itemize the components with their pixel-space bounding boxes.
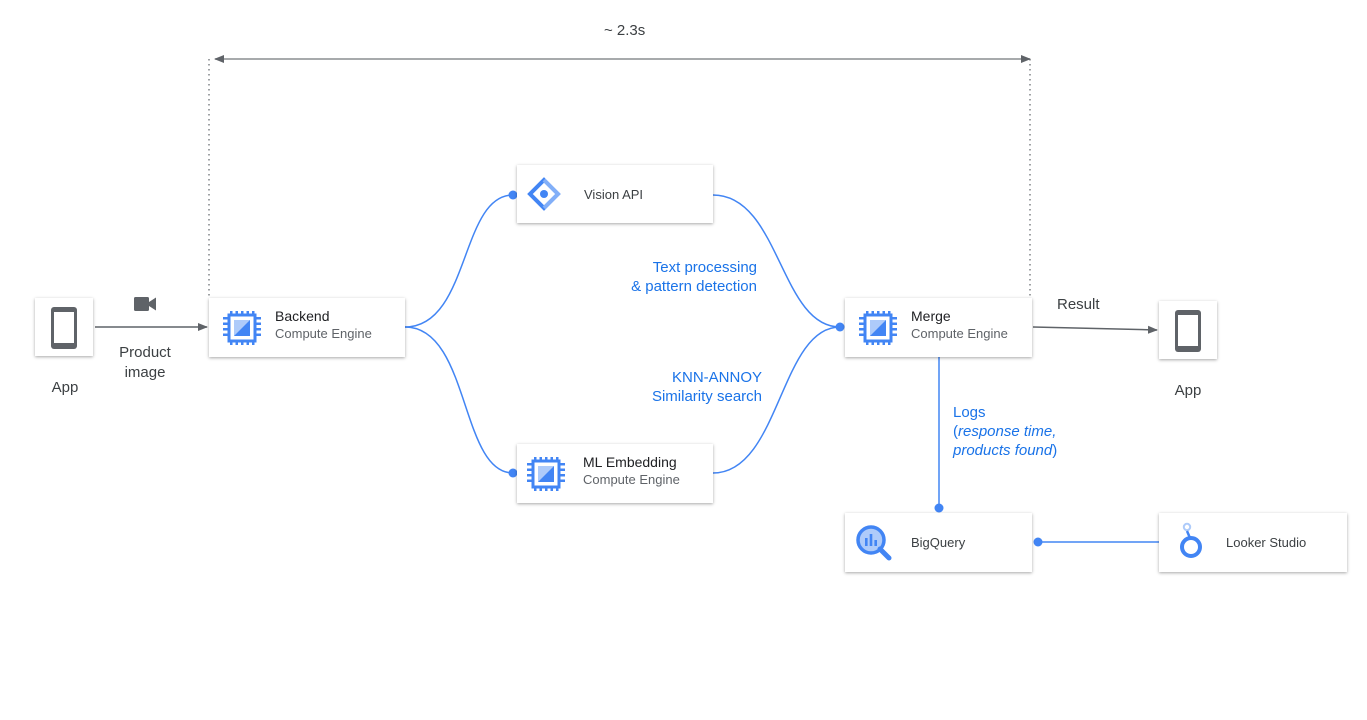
timing-label: ~ 2.3s [604, 22, 646, 39]
ml-embedding-title: ML Embedding [583, 454, 677, 470]
compute-engine-icon [527, 457, 565, 491]
looker-studio-node[interactable]: Looker Studio [1159, 513, 1347, 572]
merge-input-dot [835, 322, 845, 332]
logs-products-found: products found [953, 442, 1053, 459]
text-processing-label: Text processing & pattern detection [580, 258, 757, 296]
bigquery-output-dot [1033, 537, 1043, 547]
backend-subtitle: Compute Engine [275, 326, 372, 341]
logs-close-paren: ) [1052, 442, 1058, 459]
looker-studio-title: Looker Studio [1226, 535, 1307, 550]
bigquery-title: BigQuery [911, 535, 966, 550]
phone-icon [51, 307, 77, 349]
vision-api-icon [527, 177, 561, 211]
video-camera-icon [134, 297, 156, 311]
logs-line1: Logs [953, 404, 986, 421]
bigquery-input-dot [934, 503, 944, 513]
backend-to-vision-connector [404, 194, 514, 328]
bigquery-icon [856, 525, 892, 561]
logs-line2: (response time, [953, 422, 1057, 441]
product-image-label: Product image [100, 343, 190, 383]
ml-embedding-subtitle: Compute Engine [583, 472, 680, 487]
knn-line2: Similarity search [651, 388, 762, 405]
left-app-box[interactable] [35, 298, 93, 356]
right-app-label: App [1174, 382, 1202, 399]
merge-title: Merge [911, 308, 951, 324]
vision-to-merge-connector [712, 194, 841, 328]
ml-to-merge-connector [712, 326, 841, 474]
result-label: Result [1057, 296, 1100, 313]
ml-embedding-node[interactable]: ML Embedding Compute Engine [517, 444, 713, 503]
merge-to-app-arrow [1032, 325, 1158, 334]
product-image-label-line1: Product [119, 344, 171, 361]
compute-engine-icon [223, 311, 261, 345]
logs-label: Logs (response time, products found) [953, 403, 1057, 460]
looker-studio-icon [1180, 522, 1202, 558]
logs-response-time: response time, [958, 423, 1057, 440]
phone-icon [1175, 310, 1201, 352]
right-app-box[interactable] [1159, 301, 1217, 359]
bigquery-node[interactable]: BigQuery [845, 513, 1032, 572]
backend-node[interactable]: Backend Compute Engine [209, 298, 405, 357]
logs-open-paren: ( [953, 423, 958, 440]
knn-label: KNN-ANNOY Similarity search [580, 368, 762, 406]
vision-api-title: Vision API [584, 186, 644, 202]
product-image-label-line2: image [124, 364, 166, 381]
merge-subtitle: Compute Engine [911, 326, 1008, 341]
vision-api-node[interactable]: Vision API [517, 165, 713, 223]
compute-engine-icon [859, 311, 897, 345]
backend-to-ml-connector [404, 326, 514, 474]
text-processing-line1: Text processing [652, 259, 757, 276]
text-processing-line2: & pattern detection [631, 278, 757, 295]
left-app-label: App [51, 379, 79, 396]
merge-node[interactable]: Merge Compute Engine [845, 298, 1032, 357]
knn-line1: KNN-ANNOY [671, 369, 762, 386]
logs-line3: products found) [953, 441, 1057, 460]
vision-input-dot [508, 190, 518, 200]
ml-input-dot [508, 468, 518, 478]
backend-title: Backend [275, 308, 330, 324]
